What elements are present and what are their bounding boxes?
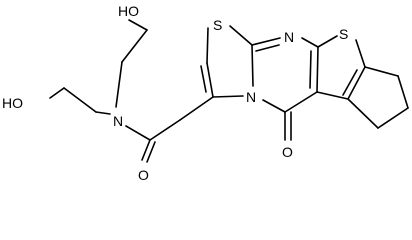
bond-ch2-ch2-left [63, 87, 97, 113]
thiophene-sulfur-label: S [339, 26, 348, 42]
bond-thiazole-c2-s [206, 27, 209, 64]
thiazole-sulfur-label: S [213, 17, 222, 33]
bond-thiophene-c-c-inner [342, 69, 358, 96]
pyrimidinone-oxygen-label: O [282, 144, 293, 160]
bond-c8a-n-pyrimidine-inner [255, 44, 280, 52]
bond-ho-ch2-left [49, 87, 65, 99]
bond-ch2-ring [179, 96, 214, 121]
bond-c-carbonyl-ring [284, 91, 318, 113]
bond-carbonyl-oxygen-b [146, 141, 156, 163]
bond-ho-ch2-top [128, 19, 148, 31]
bond-ch2-ch2-top [121, 29, 148, 63]
bond-pyrimidine-c-c-inner [309, 50, 312, 89]
bond-ch2-n-top [115, 61, 123, 108]
bond-carbonyl-ring-n [262, 99, 286, 113]
atom-labels: HO HO N O S N N S O [2, 3, 348, 183]
bond-thiazole-n4-c3 [212, 95, 244, 98]
molecule-drawing: HO HO N O S N N S O [2, 3, 409, 183]
ring-fusion-nitrogen-label: N [246, 89, 256, 105]
bond-pyrimidine-c-c [316, 46, 319, 93]
bonds [49, 19, 409, 163]
amide-nitrogen-label: N [113, 113, 123, 129]
bond-carbonyl-oxygen-a [141, 139, 151, 161]
hydroxyl-label-left: HO [2, 95, 23, 111]
bond-cyclopentane-3 [377, 107, 409, 129]
structure-canvas: HO HO N O S N N S O [2, 3, 409, 183]
bond-ch2-n-left [95, 111, 111, 115]
bond-thiophene-c-s [317, 35, 338, 48]
bond-thiazole-c8a-n4 [251, 44, 254, 87]
bond-carbonyl-ch2 [149, 119, 181, 141]
bond-cyclopentane-2 [397, 75, 409, 109]
hydroxyl-label-top: HO [118, 3, 139, 19]
bond-thiazole-s-c8a [229, 25, 253, 46]
bond-thiophene-c-c [347, 66, 366, 100]
bond-thiophene-s-c [355, 39, 366, 68]
bond-cyclopentane-1 [364, 66, 399, 77]
bond-n-pyrimidine-c [301, 37, 319, 48]
pyrimidine-nitrogen-label: N [284, 29, 294, 45]
bond-n-carbonyl [125, 125, 151, 141]
amide-oxygen-label: O [138, 167, 149, 183]
bond-cyclopentane-4 [347, 98, 379, 129]
bond-thiazole-c3-c2 [206, 62, 214, 98]
bond-thiophene-c-c-fused [316, 91, 349, 100]
bond-thiazole-c3-c2-inner [200, 65, 207, 93]
bond-c8a-n-pyrimidine [251, 37, 281, 46]
